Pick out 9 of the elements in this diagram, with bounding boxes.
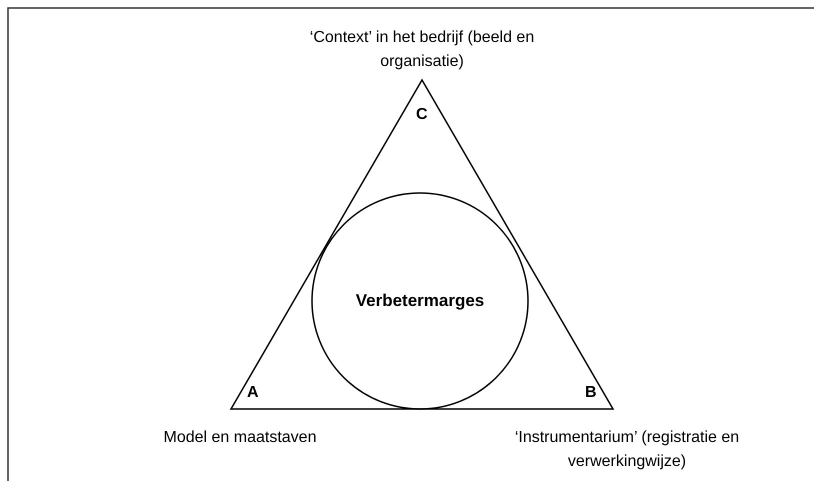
corner-letter: A [247, 384, 259, 402]
vertex-label: Model en maatstaven [162, 428, 318, 448]
circle [311, 192, 529, 410]
vertex-label: ‘Context’ in het bedrijf (beeld en organisatie) [308, 28, 536, 72]
center-label: Verbetermarges [354, 290, 486, 312]
triangle [231, 80, 613, 410]
vertex-label: ‘Instrumentarium’ (registratie en verwerkingwijze) [514, 428, 740, 472]
corner-letter: C [416, 106, 428, 124]
corner-letter: B [585, 384, 597, 402]
